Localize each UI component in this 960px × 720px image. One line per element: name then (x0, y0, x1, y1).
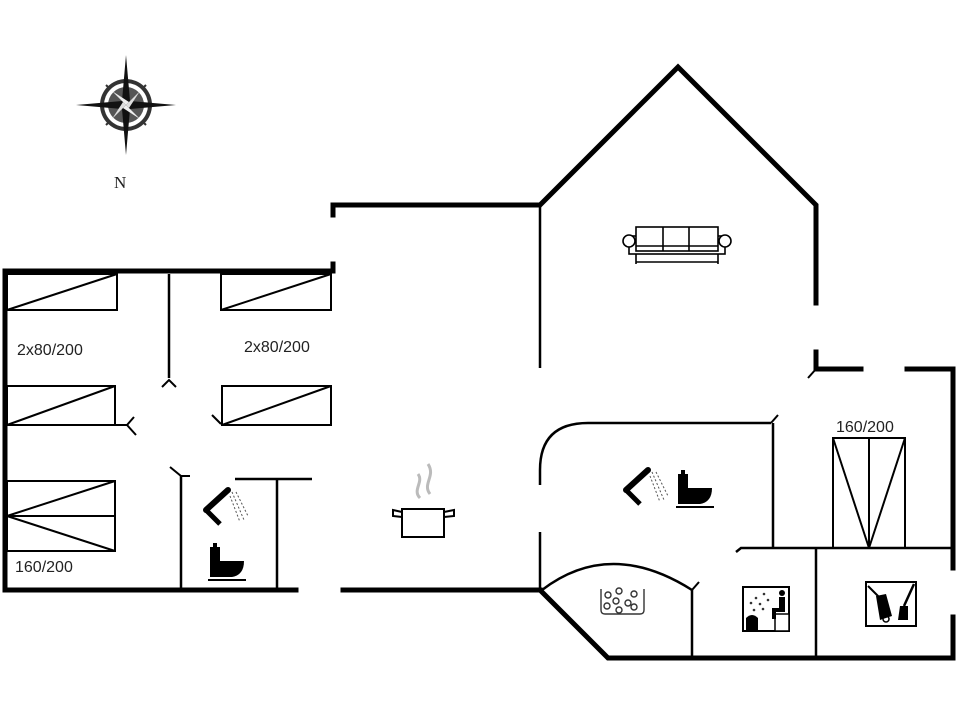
bed-ne-lower (221, 385, 332, 426)
compass-north-label: N (114, 173, 127, 192)
shower-icon (203, 487, 249, 526)
bed-nw-upper (6, 273, 118, 311)
exterior-walls (2, 63, 956, 661)
bed-size-label: 160/200 (15, 559, 73, 576)
bed-e-double (832, 437, 906, 549)
bed-size-label: 2x80/200 (17, 342, 83, 359)
toilet-icon (676, 470, 714, 508)
sauna-icon (742, 586, 790, 632)
whirlpool-icon (600, 587, 645, 615)
bed-sw-double (6, 480, 116, 552)
interior-walls (116, 205, 953, 656)
shower-icon (623, 467, 669, 506)
bed-size-label: 2x80/200 (244, 339, 310, 356)
washing-machine-vacuum-icon (865, 581, 917, 627)
bed-nw-lower (6, 385, 116, 426)
toilet-icon (208, 543, 246, 581)
cooking-pot-icon (392, 463, 455, 538)
bed-ne-upper (220, 273, 332, 311)
bed-size-label: 160/200 (836, 419, 894, 436)
compass-rose-icon (76, 55, 176, 155)
sofa-icon (622, 226, 732, 264)
